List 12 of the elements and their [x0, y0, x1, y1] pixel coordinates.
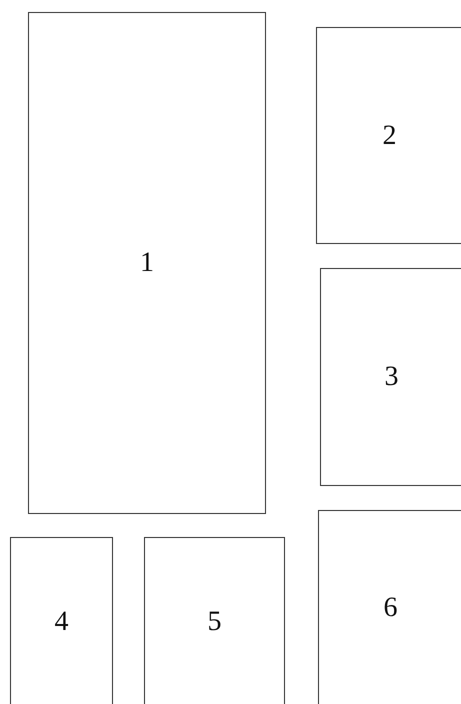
panel-box	[318, 510, 461, 704]
panel-box	[320, 268, 461, 486]
panel-box	[144, 537, 285, 704]
panel-number: 5	[208, 606, 222, 638]
panel-number: 3	[384, 361, 398, 393]
panel-box	[28, 12, 266, 514]
panel-box	[10, 537, 113, 704]
panel-box	[316, 27, 461, 244]
panel-number: 1	[140, 247, 154, 279]
panel-number: 6	[384, 592, 398, 624]
panel-number: 4	[54, 606, 68, 638]
panel-number: 2	[382, 120, 396, 152]
